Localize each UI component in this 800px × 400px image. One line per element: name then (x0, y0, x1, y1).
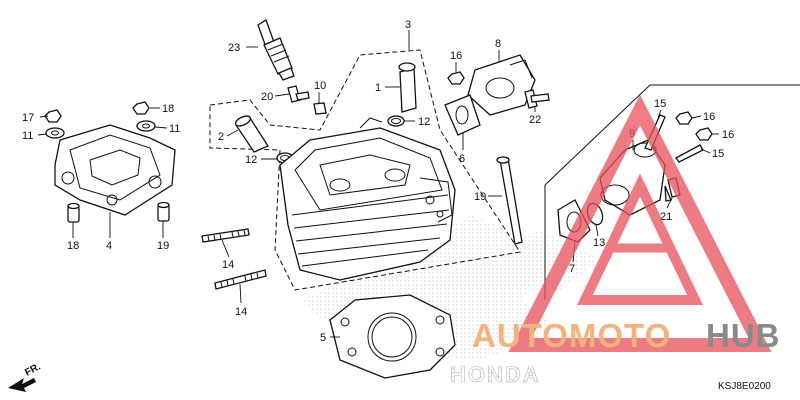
stud-bolt-part-14-upper (201, 228, 250, 243)
callout-18-right: 19 (157, 240, 169, 252)
front-label: FR. (23, 361, 43, 378)
long-bolt-part-19 (496, 156, 523, 245)
callout-5: 5 (320, 332, 326, 344)
callout-18-left: 18 (67, 240, 79, 252)
callout-1: 1 (375, 82, 381, 94)
bolt-part-20 (287, 85, 310, 103)
front-arrow-icon: FR. (8, 361, 43, 392)
dowel-pin-part-18-left (67, 202, 80, 223)
head-gasket-part-5 (329, 294, 456, 379)
nut-part-17-right (132, 101, 150, 115)
callout-23: 23 (228, 42, 240, 54)
insulator-part-8 (467, 54, 536, 116)
cylinder-head (279, 117, 456, 281)
valve-guide-part-1 (398, 62, 417, 113)
callout-17-left: 17 (22, 112, 34, 124)
honda-logo-watermark: HONDA (450, 362, 541, 387)
watermark-brand-b: HUB (706, 317, 781, 354)
washer-part-10 (313, 102, 327, 115)
callout-21: 21 (660, 211, 672, 223)
callout-16-right-b: 16 (722, 129, 734, 141)
callout-3: 3 (405, 19, 411, 31)
callout-12-upper: 12 (418, 116, 430, 128)
callout-22: 22 (529, 114, 541, 126)
cam-holder-part-4 (54, 124, 176, 216)
valve-guide-part-2 (234, 115, 269, 153)
callout-12-lower: 12 (245, 154, 257, 166)
gasket-part-6 (444, 94, 481, 136)
callout-7: 7 (569, 263, 575, 275)
callout-16-top: 16 (450, 50, 462, 62)
spark-plug-part-23 (257, 19, 295, 81)
callout-13: 13 (593, 237, 605, 249)
bolt-part-22 (524, 89, 550, 109)
callout-15-lower: 15 (712, 148, 724, 160)
callout-4: 4 (106, 240, 112, 252)
head-assembly-boundary (209, 49, 521, 291)
nut-part-16-right-b (695, 127, 713, 141)
callout-16-right-a: 16 (703, 111, 715, 123)
watermark-triangle-icon (508, 94, 772, 352)
callout-6: 6 (459, 153, 465, 165)
automotohub-watermark: AUTOMOTO HUB (472, 94, 781, 354)
o-ring-part-12-upper (387, 115, 405, 127)
callout-19: 19 (474, 191, 486, 203)
callout-8: 8 (495, 38, 501, 50)
callout-15-upper: 15 (654, 98, 666, 110)
callout-14-upper: 14 (222, 259, 234, 271)
dowel-pin-part-18-right (157, 201, 170, 222)
callout-11-left: 11 (22, 130, 33, 142)
callout-labels: 23 3 1 2 12 20 10 12 16 8 6 22 19 15 16 … (22, 19, 734, 344)
nut-part-16-right-a (675, 111, 693, 125)
intake-group-boundary (544, 84, 800, 186)
washer-part-11-left (45, 127, 65, 139)
diagram-code: KSJ8E0200 (718, 381, 771, 392)
watermark-brand-a: AUTOMOTO (472, 317, 671, 354)
stud-part-15-lower (675, 144, 704, 163)
callout-20: 20 (261, 91, 273, 103)
callout-2: 2 (218, 131, 224, 143)
callout-11-right: 11 (169, 123, 180, 135)
callout-17-right: 18 (162, 103, 174, 115)
callout-14-lower: 14 (235, 306, 247, 318)
washer-part-11-right (136, 120, 156, 132)
stud-bolt-part-14-lower (214, 269, 267, 290)
callout-10: 10 (314, 80, 326, 92)
nut-part-16-top (447, 71, 465, 85)
